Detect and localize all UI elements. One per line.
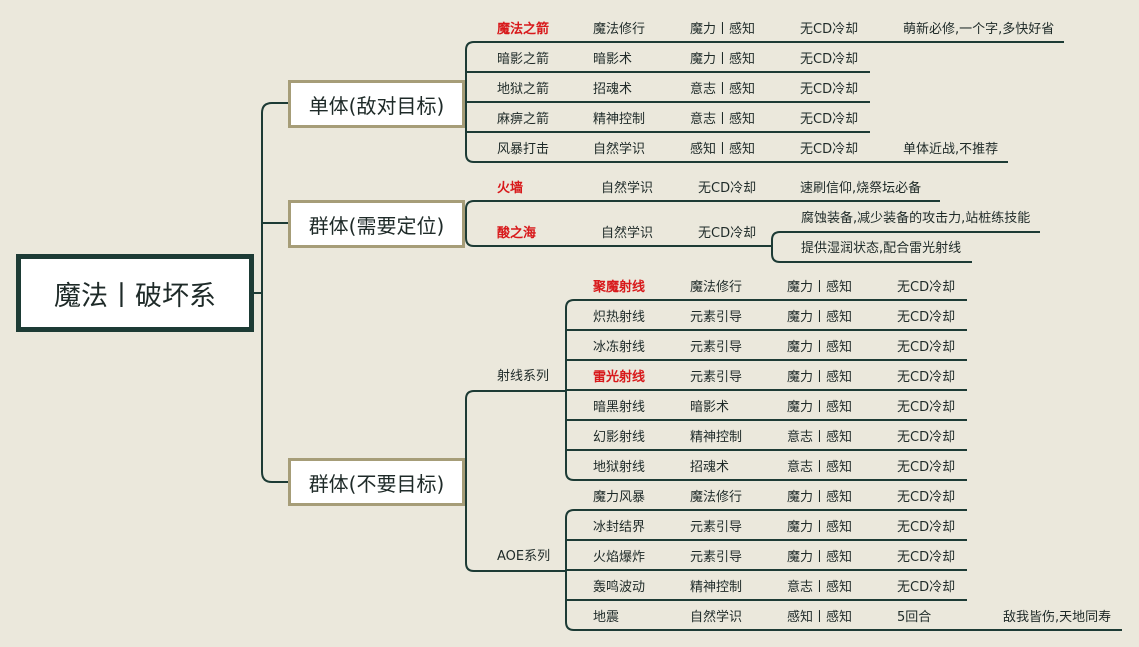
category-group-untargeted[interactable]: 群体(不要目标) xyxy=(288,458,465,506)
cell-text: 无CD冷却 xyxy=(800,142,859,157)
note-line xyxy=(771,231,1040,246)
cell-text: 萌新必修,一个字,多快好省 xyxy=(903,22,1055,37)
cell-text: 意志丨感知 xyxy=(690,82,756,97)
cell-text: 无CD冷却 xyxy=(897,430,956,445)
aoe-series-label: AOE系列 xyxy=(497,549,551,564)
root-node[interactable]: 魔法丨破坏系 xyxy=(16,254,254,332)
cell-text: 招魂术 xyxy=(690,460,730,475)
cell-text: 地狱射线 xyxy=(593,460,646,475)
cell-text: 魔法修行 xyxy=(690,280,743,295)
cell-text: 魔力丨感知 xyxy=(690,52,756,67)
cell-text: 自然学识 xyxy=(601,181,654,196)
note-text: 腐蚀装备,减少装备的攻击力,站桩练技能 xyxy=(801,211,1031,226)
cell-text: 意志丨感知 xyxy=(787,460,853,475)
cell-text: 意志丨感知 xyxy=(787,430,853,445)
cell-text: 元素引导 xyxy=(690,340,743,355)
category-group-targeted[interactable]: 群体(需要定位) xyxy=(288,200,465,248)
cell-text: 无CD冷却 xyxy=(897,490,956,505)
cell-text: 速刷信仰,烧祭坛必备 xyxy=(800,181,922,196)
cell-text: 无CD冷却 xyxy=(800,52,859,67)
cell-text: 意志丨感知 xyxy=(787,580,853,595)
cell-text: 魔力丨感知 xyxy=(787,400,853,415)
bracket-line xyxy=(465,200,475,247)
cell-text: 酸之海 xyxy=(497,226,537,241)
cell-text: 意志丨感知 xyxy=(690,112,756,127)
cell-text: 自然学识 xyxy=(690,610,743,625)
cell-text: 暗影之箭 xyxy=(497,52,550,67)
cell-text: 无CD冷却 xyxy=(800,112,859,127)
cell-text: 魔力丨感知 xyxy=(690,22,756,37)
cell-text: 元素引导 xyxy=(690,520,743,535)
cell-text: 招魂术 xyxy=(593,82,633,97)
bracket-line xyxy=(261,102,273,483)
cell-text: 元素引导 xyxy=(690,310,743,325)
cell-text: 感知丨感知 xyxy=(690,142,756,157)
cell-text: 魔力丨感知 xyxy=(787,370,853,385)
bracket-line xyxy=(465,390,475,572)
cell-text: 地震 xyxy=(593,610,620,625)
cell-text: 精神控制 xyxy=(690,430,743,445)
cell-text: 暗影术 xyxy=(690,400,730,415)
cell-text: 魔力丨感知 xyxy=(787,520,853,535)
cell-text: 无CD冷却 xyxy=(897,580,956,595)
cell-text: 无CD冷却 xyxy=(897,400,956,415)
cell-text: 暗黑射线 xyxy=(593,400,646,415)
cell-text: 魔力丨感知 xyxy=(787,550,853,565)
cell-text: 魔力丨感知 xyxy=(787,310,853,325)
cell-text: 地狱之箭 xyxy=(497,82,550,97)
note-text: 提供湿润状态,配合雷光射线 xyxy=(801,241,962,256)
cell-text: 聚魔射线 xyxy=(593,280,646,295)
cell-text: 魔法修行 xyxy=(690,490,743,505)
beam-series-label: 射线系列 xyxy=(497,369,550,384)
cell-text: 无CD冷却 xyxy=(698,181,757,196)
cell-text: 元素引导 xyxy=(690,550,743,565)
cell-text: 冰封结界 xyxy=(593,520,646,535)
cell-text: 自然学识 xyxy=(601,226,654,241)
root-label: 魔法丨破坏系 xyxy=(54,280,216,312)
cell-text: 风暴打击 xyxy=(497,142,550,157)
category-single-target[interactable]: 单体(敌对目标) xyxy=(288,80,465,128)
cell-text: 无CD冷却 xyxy=(897,280,956,295)
cell-text: 魔法修行 xyxy=(593,22,646,37)
cell-text: 敌我皆伤,天地同寿 xyxy=(1003,610,1112,625)
cell-text: 火焰爆炸 xyxy=(593,550,646,565)
cell-text: 轰鸣波动 xyxy=(593,580,646,595)
cell-text: 精神控制 xyxy=(690,580,743,595)
cell-text: 5回合 xyxy=(897,610,932,625)
cell-text: 无CD冷却 xyxy=(897,310,956,325)
cell-text: 火墙 xyxy=(497,181,524,196)
cell-text: 元素引导 xyxy=(690,370,743,385)
category-label: 群体(不要目标) xyxy=(308,471,445,496)
cell-text: 精神控制 xyxy=(593,112,646,127)
cell-text: 魔力风暴 xyxy=(593,490,646,505)
cell-text: 炽热射线 xyxy=(593,310,646,325)
cell-text: 魔法之箭 xyxy=(497,22,550,37)
cell-text: 无CD冷却 xyxy=(800,82,859,97)
cell-text: 雷光射线 xyxy=(593,370,646,385)
cell-text: 魔力丨感知 xyxy=(787,340,853,355)
cell-text: 魔力丨感知 xyxy=(787,280,853,295)
cell-text: 冰冻射线 xyxy=(593,340,646,355)
category-label: 单体(敌对目标) xyxy=(308,93,445,118)
cell-text: 单体近战,不推荐 xyxy=(903,142,999,157)
cell-text: 自然学识 xyxy=(593,142,646,157)
cell-text: 无CD冷却 xyxy=(897,520,956,535)
cell-text: 无CD冷却 xyxy=(897,550,956,565)
cell-text: 无CD冷却 xyxy=(897,460,956,475)
cell-text: 感知丨感知 xyxy=(787,610,853,625)
cell-text: 无CD冷却 xyxy=(800,22,859,37)
cell-text: 无CD冷却 xyxy=(698,226,757,241)
note-line xyxy=(771,246,972,263)
cell-text: 幻影射线 xyxy=(593,430,646,445)
category-label: 群体(需要定位) xyxy=(308,213,445,238)
cell-text: 魔力丨感知 xyxy=(787,490,853,505)
cell-text: 无CD冷却 xyxy=(897,370,956,385)
cell-text: 麻痹之箭 xyxy=(497,112,550,127)
cell-text: 暗影术 xyxy=(593,52,633,67)
cell-text: 无CD冷却 xyxy=(897,340,956,355)
